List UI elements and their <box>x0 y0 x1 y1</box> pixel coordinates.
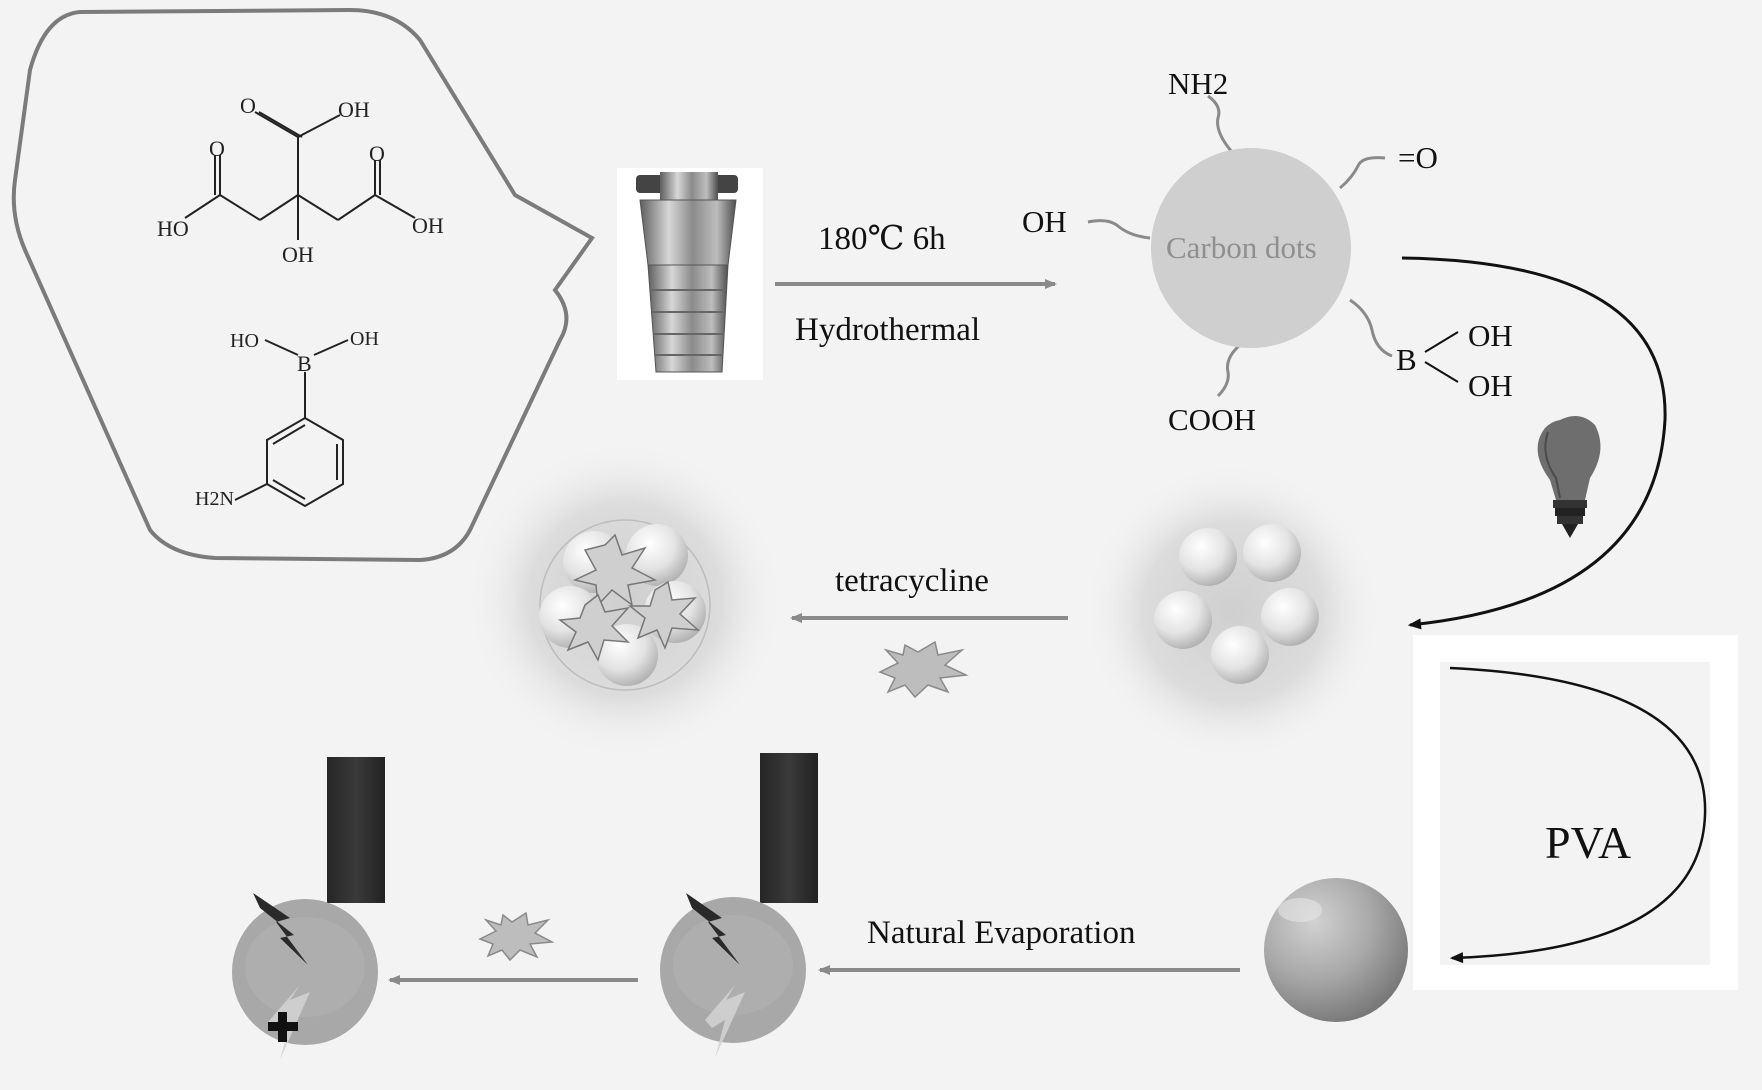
group-boron-oh1: OH <box>1468 318 1513 353</box>
aggregation-arrow <box>1401 256 1667 630</box>
lightning-icon-left <box>253 893 308 965</box>
group-boron-oh2: OH <box>1468 368 1513 403</box>
citric-o-right: O <box>369 141 385 166</box>
lightbulb-icon <box>1537 416 1601 538</box>
plus-icon <box>268 1012 298 1042</box>
apba-h2n: H2N <box>195 488 234 510</box>
citric-ho-left: HO <box>157 216 189 241</box>
tetracycline-burst-icon <box>878 640 969 699</box>
citric-acid-structure <box>184 111 416 240</box>
citric-o-top: O <box>240 93 256 118</box>
group-carbonyl: =O <box>1398 140 1438 175</box>
dark-strip <box>760 753 818 903</box>
evaporation-label: Natural Evaporation <box>867 915 1135 951</box>
pva-label: PVA <box>1545 817 1631 868</box>
apba-ho: HO <box>230 330 259 352</box>
group-boron: B <box>1396 342 1417 377</box>
apba-oh: OH <box>350 328 379 350</box>
carbon-dot: Carbon dots <box>1087 94 1393 398</box>
tetracycline-label: tetracycline <box>835 563 989 599</box>
hydrothermal-condition: 180℃ 6h <box>818 221 946 257</box>
sensor-bead-middle <box>660 753 818 1058</box>
carbon-dots-label: Carbon dots <box>1166 230 1317 265</box>
precursor-bubble <box>11 7 595 563</box>
pva-step: PVA <box>1413 635 1738 990</box>
pva-arrow <box>1449 666 1707 964</box>
sensor-bead-left <box>232 757 385 1060</box>
citric-oh-right: OH <box>412 213 444 238</box>
citric-oh-top: OH <box>338 97 370 122</box>
group-oh: OH <box>1022 204 1067 239</box>
dark-strip-left <box>327 757 385 903</box>
autoclave-icon <box>617 168 763 380</box>
group-nh2: NH2 <box>1168 66 1228 101</box>
citric-oh-bottom: OH <box>282 242 314 267</box>
cd-tetracycline-complex <box>465 440 785 760</box>
aggregated-carbon-dots <box>1083 462 1383 762</box>
apba-b: B <box>297 351 312 376</box>
hydrothermal-label: Hydrothermal <box>795 312 980 348</box>
pva-hydrogel-bead <box>1264 878 1408 1022</box>
lightning-icon <box>686 893 740 965</box>
group-cooh: COOH <box>1168 402 1256 437</box>
tetracycline-burst-icon-2 <box>478 911 555 962</box>
citric-o-left: O <box>209 136 225 161</box>
aminophenylboronic-acid-structure <box>234 339 349 508</box>
